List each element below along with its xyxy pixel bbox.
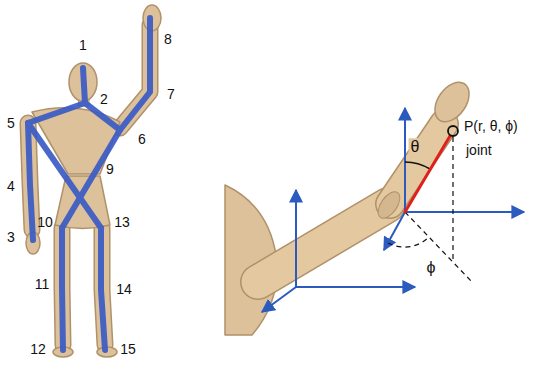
point-label: P(r, θ, ϕ) <box>462 119 520 134</box>
callout-number: 7 <box>167 87 175 102</box>
callout-number: 12 <box>30 342 46 357</box>
angle-label: ϕ <box>427 259 436 277</box>
coordinate-axes <box>262 108 524 312</box>
joint-point <box>448 126 458 136</box>
callout-number: 8 <box>164 32 172 47</box>
radius-vector <box>405 136 450 212</box>
callout-number: 4 <box>7 179 15 194</box>
callout-number: 1 <box>79 38 87 53</box>
theta-arc <box>405 162 430 169</box>
callout-number: 10 <box>37 215 53 230</box>
callout-number: 11 <box>35 277 50 292</box>
callout-number: 5 <box>7 116 15 131</box>
arm-closeup <box>225 76 476 335</box>
callout-number: 9 <box>106 162 114 177</box>
callout-number: 6 <box>138 132 146 147</box>
callout-number: 3 <box>7 230 15 245</box>
callout-number: 14 <box>116 282 132 297</box>
projection-lines <box>388 137 472 282</box>
joint-label: joint <box>464 143 494 158</box>
angle-label: θ <box>409 138 422 156</box>
skeleton-lines <box>28 18 150 350</box>
mannequin-body <box>26 5 161 357</box>
callout-number: 15 <box>120 342 136 357</box>
callout-number: 2 <box>100 92 108 107</box>
callout-number: 13 <box>114 215 130 230</box>
